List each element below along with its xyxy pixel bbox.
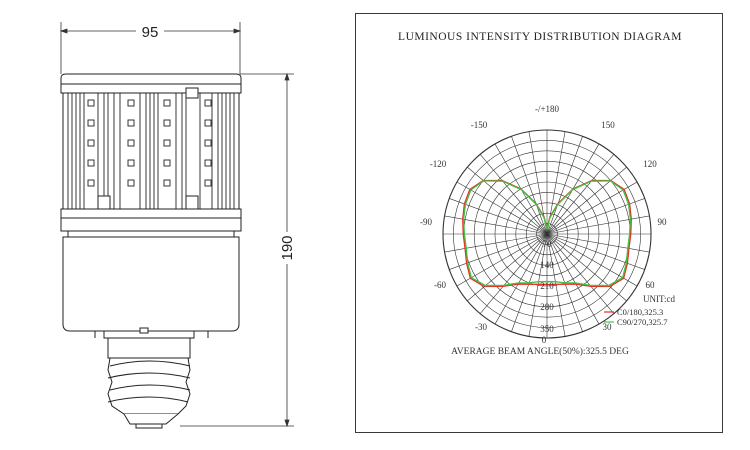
polar-chart: LUMINOUS INTENSITY DISTRIBUTION DIAGRAM … (398, 31, 682, 357)
grid-spoke (479, 154, 548, 235)
grid-spoke (467, 233, 548, 302)
lamp-collar (60, 208, 242, 238)
grid-spoke (444, 233, 548, 253)
lamp-top-cap (60, 73, 242, 94)
beam-angle-label: AVERAGE BEAM ANGLE(50%):325.5 DEG (451, 346, 629, 357)
grid-spoke (467, 166, 548, 235)
angle-label-minus-30: -30 (475, 322, 487, 332)
legend-label-c90: C90/270,325.7 (617, 317, 668, 327)
angle-label-0: 0 (542, 335, 547, 345)
angle-label-minus-60: -60 (434, 280, 446, 290)
diagram-title: LUMINOUS INTENSITY DISTRIBUTION DIAGRAM (398, 31, 682, 43)
grid-spoke (546, 233, 615, 314)
angle-label-minus-150: -150 (471, 120, 488, 130)
grid-spoke (546, 215, 650, 235)
grid-spoke (546, 181, 638, 235)
lamp-drawing: 95 190 (59, 22, 296, 429)
grid-spoke (528, 233, 548, 337)
grid-spoke (449, 233, 548, 270)
grid-spoke (546, 154, 615, 235)
grid-spoke (546, 233, 627, 302)
angle-label-minus-120: -120 (430, 159, 447, 169)
grid-spoke (479, 233, 548, 314)
lamp-screw-base (107, 337, 191, 429)
radial-label-350: 350 (540, 324, 554, 334)
height-dimension (180, 72, 294, 428)
radial-label-140: 140 (540, 260, 554, 270)
angle-label-60: 60 (646, 280, 656, 290)
angle-label-minus-90: -90 (420, 217, 432, 227)
polar-grid (442, 129, 652, 339)
polar-curves (462, 179, 632, 288)
angle-label-90: 90 (658, 217, 668, 227)
radial-label-70: 70 (543, 239, 553, 249)
radial-label-280: 280 (540, 302, 554, 312)
angle-label-150: 150 (601, 120, 615, 130)
lamp-led-fins (62, 87, 240, 213)
grid-spoke (546, 233, 566, 337)
radial-label-210: 210 (540, 281, 554, 291)
curve-c90-270 (462, 180, 632, 287)
width-dimension (59, 22, 242, 74)
angle-label-30: 30 (603, 322, 613, 332)
intensity-diagram-panel: LUMINOUS INTENSITY DISTRIBUTION DIAGRAM … (355, 13, 723, 433)
angle-label-180: -/+180 (535, 104, 560, 114)
legend: UNIT:cd C0/180,325.3 C90/270,325.7 (604, 294, 676, 327)
grid-spoke (546, 136, 583, 235)
lamp-driver-housing (62, 236, 240, 339)
grid-spoke (456, 181, 548, 235)
legend-label-c0: C0/180,325.3 (617, 307, 663, 317)
width-dimension-label: 95 (142, 24, 159, 41)
grid-spoke (494, 233, 548, 325)
height-dimension-label: 190 (279, 235, 296, 260)
grid-spoke (546, 233, 650, 253)
grid-spoke (546, 233, 645, 270)
grid-spoke (444, 215, 548, 235)
grid-spoke (546, 233, 600, 325)
angle-label-120: 120 (643, 159, 657, 169)
grid-spoke (511, 136, 548, 235)
grid-spoke (546, 166, 627, 235)
unit-label: UNIT:cd (643, 294, 676, 304)
